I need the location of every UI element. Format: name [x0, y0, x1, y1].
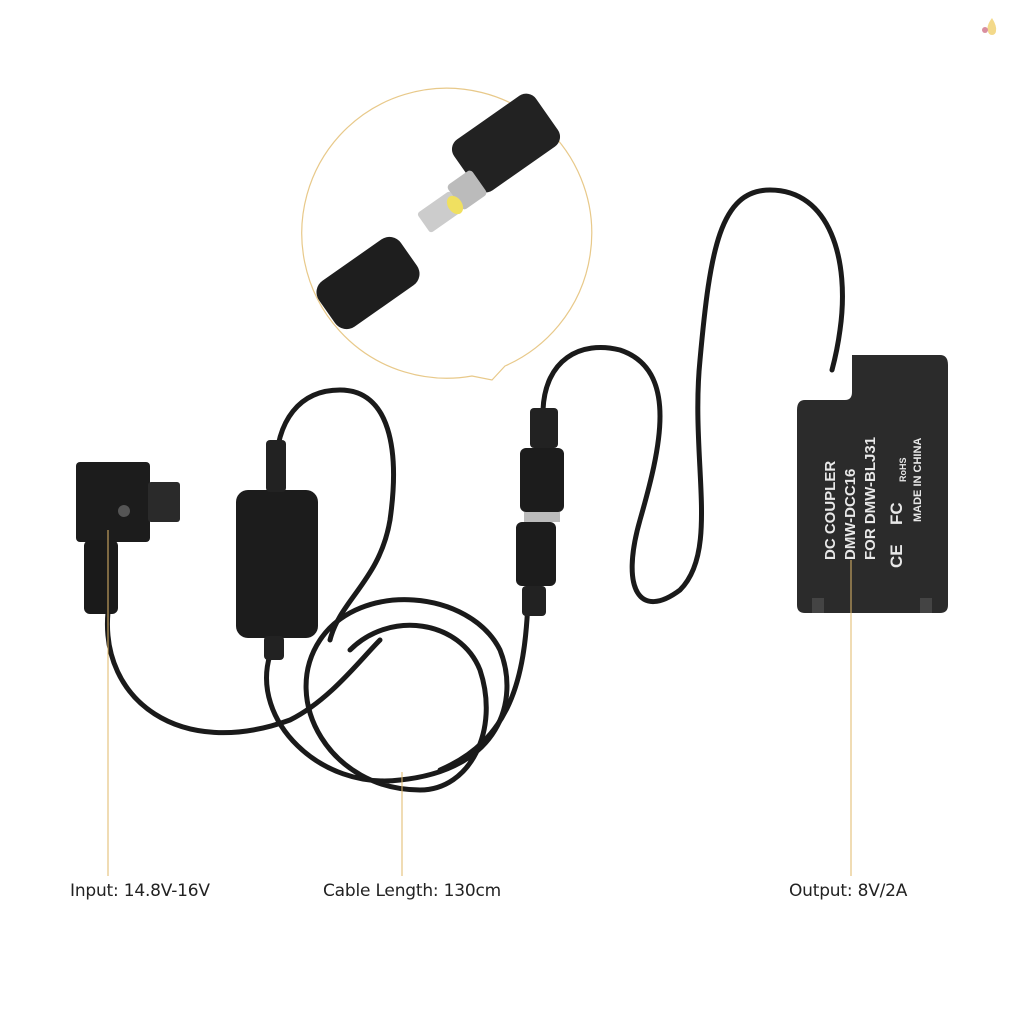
- cable: [104, 187, 845, 793]
- zoom-callout: [301, 87, 593, 381]
- coupler-compat: FOR DMW-BLJ31: [862, 436, 879, 560]
- d-tap-connector: [76, 462, 180, 614]
- coupler-label: DC COUPLER: [822, 460, 839, 560]
- input-spec-label: Input: 14.8V-16V: [70, 881, 210, 901]
- barrel-connector: [516, 408, 564, 616]
- fc-mark: FC: [887, 502, 906, 525]
- watermark-logo: [982, 18, 997, 35]
- rohs-mark: RoHS: [898, 457, 908, 483]
- leader-lines: [107, 530, 852, 876]
- output-spec-label: Output: 8V/2A: [789, 881, 908, 901]
- made-in-label: MADE IN CHINA: [912, 437, 924, 522]
- dc-coupler: [797, 355, 948, 613]
- coupler-model: DMW-DCC16: [842, 468, 859, 560]
- converter-box: [236, 490, 318, 638]
- ce-mark: CE: [887, 544, 906, 568]
- cable-length-label: Cable Length: 130cm: [323, 881, 501, 901]
